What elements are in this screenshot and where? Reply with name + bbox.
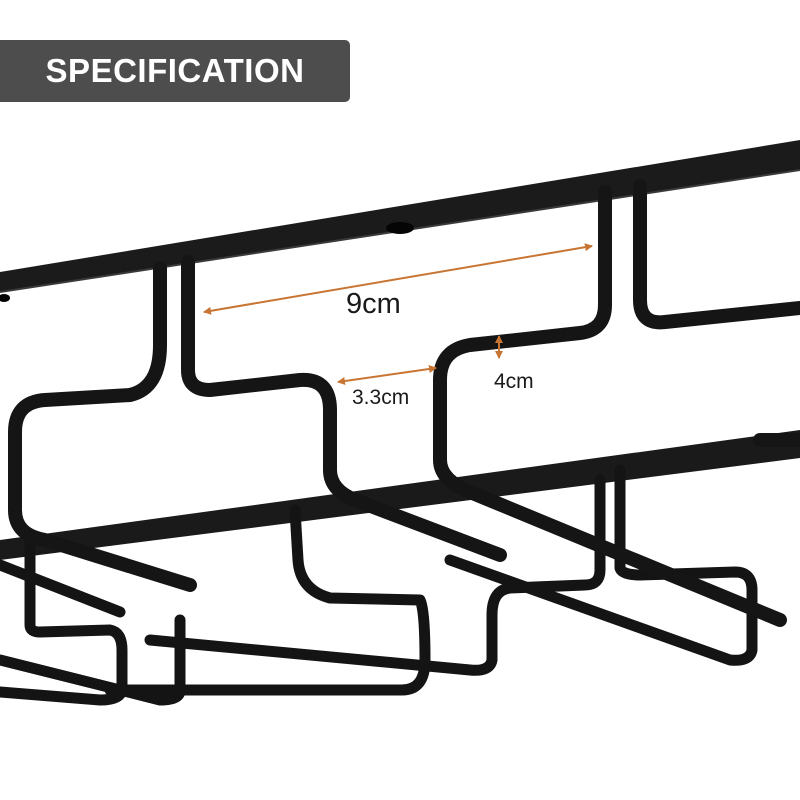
specification-banner: SPECIFICATION [0, 40, 350, 102]
dimension-line-3-3cm [337, 365, 437, 385]
dimension-label-slot-spacing: 9cm [346, 288, 401, 320]
front-wire-frame [8, 179, 800, 627]
dimension-annotations [203, 243, 593, 385]
dimension-line-9cm [203, 243, 593, 315]
dimension-label-slot-opening: 3.3cm [352, 386, 410, 409]
screw-hole [386, 222, 414, 234]
top-mounting-bar [0, 140, 800, 302]
banner-title: SPECIFICATION [45, 52, 305, 89]
dimension-label-rail-depth: 4cm [494, 370, 534, 393]
screw-hole [0, 294, 10, 302]
rear-wire-frame [0, 430, 800, 706]
